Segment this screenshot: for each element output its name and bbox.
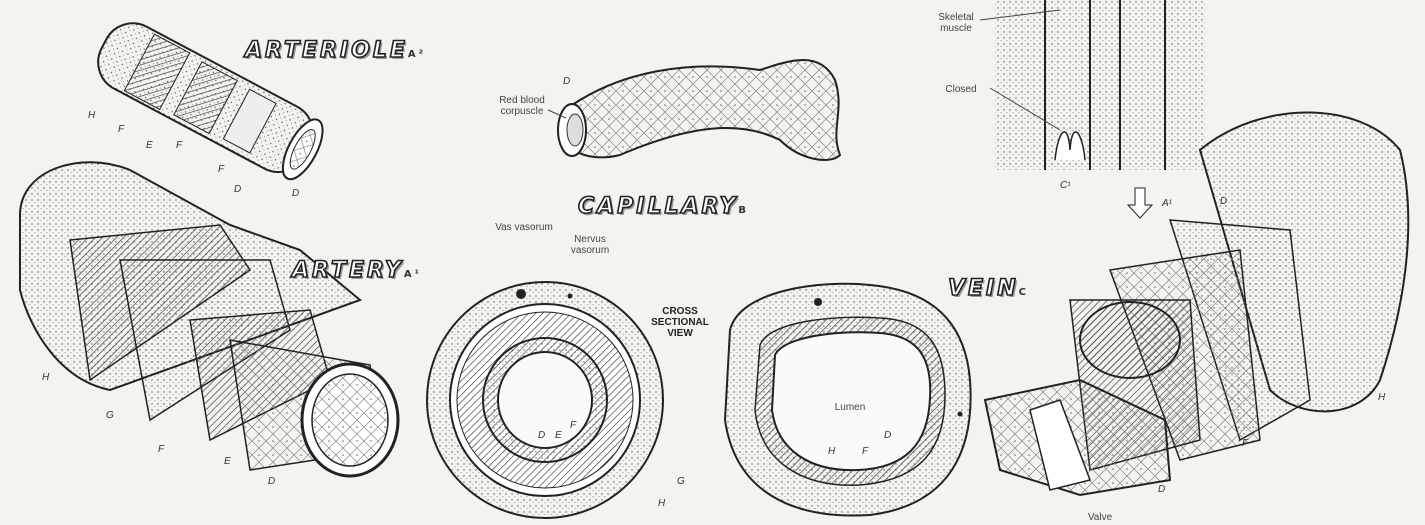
arteriole-title-text: ARTERIOLE xyxy=(245,38,408,63)
artery-letter-h: H xyxy=(42,372,49,383)
capillary-letter-d: D xyxy=(563,76,570,87)
arteriole-title: ARTERIOLEA² xyxy=(245,38,426,63)
valve-inset-drawing xyxy=(980,0,1205,218)
lumen-label: Lumen xyxy=(820,402,880,413)
artery-drawing xyxy=(20,162,398,476)
vein-letter-h: H xyxy=(1378,392,1385,403)
artery-cross-letter-f: F xyxy=(570,420,576,431)
vein-letter-d1: D xyxy=(1220,196,1227,207)
valve-inset-letter-a1: A¹ xyxy=(1162,198,1172,209)
arteriole-letter-h: H xyxy=(88,110,95,121)
capillary-title-sub: B xyxy=(738,205,749,216)
vein-title: VEINC xyxy=(948,276,1029,301)
vein-cross-letter-h: H xyxy=(828,446,835,457)
artery-letter-e: E xyxy=(224,456,231,467)
closed-label: Closed xyxy=(936,84,986,95)
vein-title-sub: C xyxy=(1019,287,1029,298)
nervus-vasorum-label: Nervus vasorum xyxy=(558,234,622,256)
vein-letter-f: F xyxy=(1242,438,1248,449)
red-blood-corpuscle-label: Red blood corpuscle xyxy=(496,95,548,117)
arteriole-letter-f1: F xyxy=(118,124,124,135)
arteriole-letter-f3: F xyxy=(218,164,224,175)
vein-title-text: VEIN xyxy=(948,276,1019,301)
arteriole-letter-f2: F xyxy=(176,140,182,151)
valve-inset-letter-c1: C¹ xyxy=(1060,180,1071,191)
arteriole-letter-d1: D xyxy=(234,184,241,195)
valve-label: Valve xyxy=(1075,512,1125,523)
artery-cross-letter-d: D xyxy=(538,430,545,441)
arteriole-title-sub: A² xyxy=(408,49,426,60)
capillary-title: CAPILLARYB xyxy=(578,194,749,219)
artery-cross-letter-e: E xyxy=(555,430,562,441)
capillary-title-text: CAPILLARY xyxy=(578,194,738,219)
artery-title-sub: A¹ xyxy=(404,269,422,280)
vas-vasorum-label: Vas vasorum xyxy=(494,222,554,233)
artery-cross-letter-h: H xyxy=(658,498,665,509)
capillary-drawing xyxy=(548,60,840,160)
artery-title: ARTERYA¹ xyxy=(292,258,422,283)
arteriole-letter-e: E xyxy=(146,140,153,151)
vein-letter-d2: D xyxy=(1158,484,1165,495)
artery-letter-f: F xyxy=(158,444,164,455)
skeletal-muscle-label: Skeletal muscle xyxy=(926,12,986,34)
arteriole-letter-d2: D xyxy=(292,188,299,199)
artery-cross-letter-g: G xyxy=(677,476,685,487)
artery-letter-d: D xyxy=(268,476,275,487)
vein-cross-section-drawing xyxy=(725,284,971,516)
vein-cross-letter-d: D xyxy=(884,430,891,441)
artery-title-text: ARTERY xyxy=(292,258,404,283)
artery-cross-section-drawing xyxy=(427,282,663,518)
artery-letter-g: G xyxy=(106,410,114,421)
cross-sectional-view-label: CROSS SECTIONAL VIEW xyxy=(640,306,720,339)
vein-cross-letter-f: F xyxy=(862,446,868,457)
